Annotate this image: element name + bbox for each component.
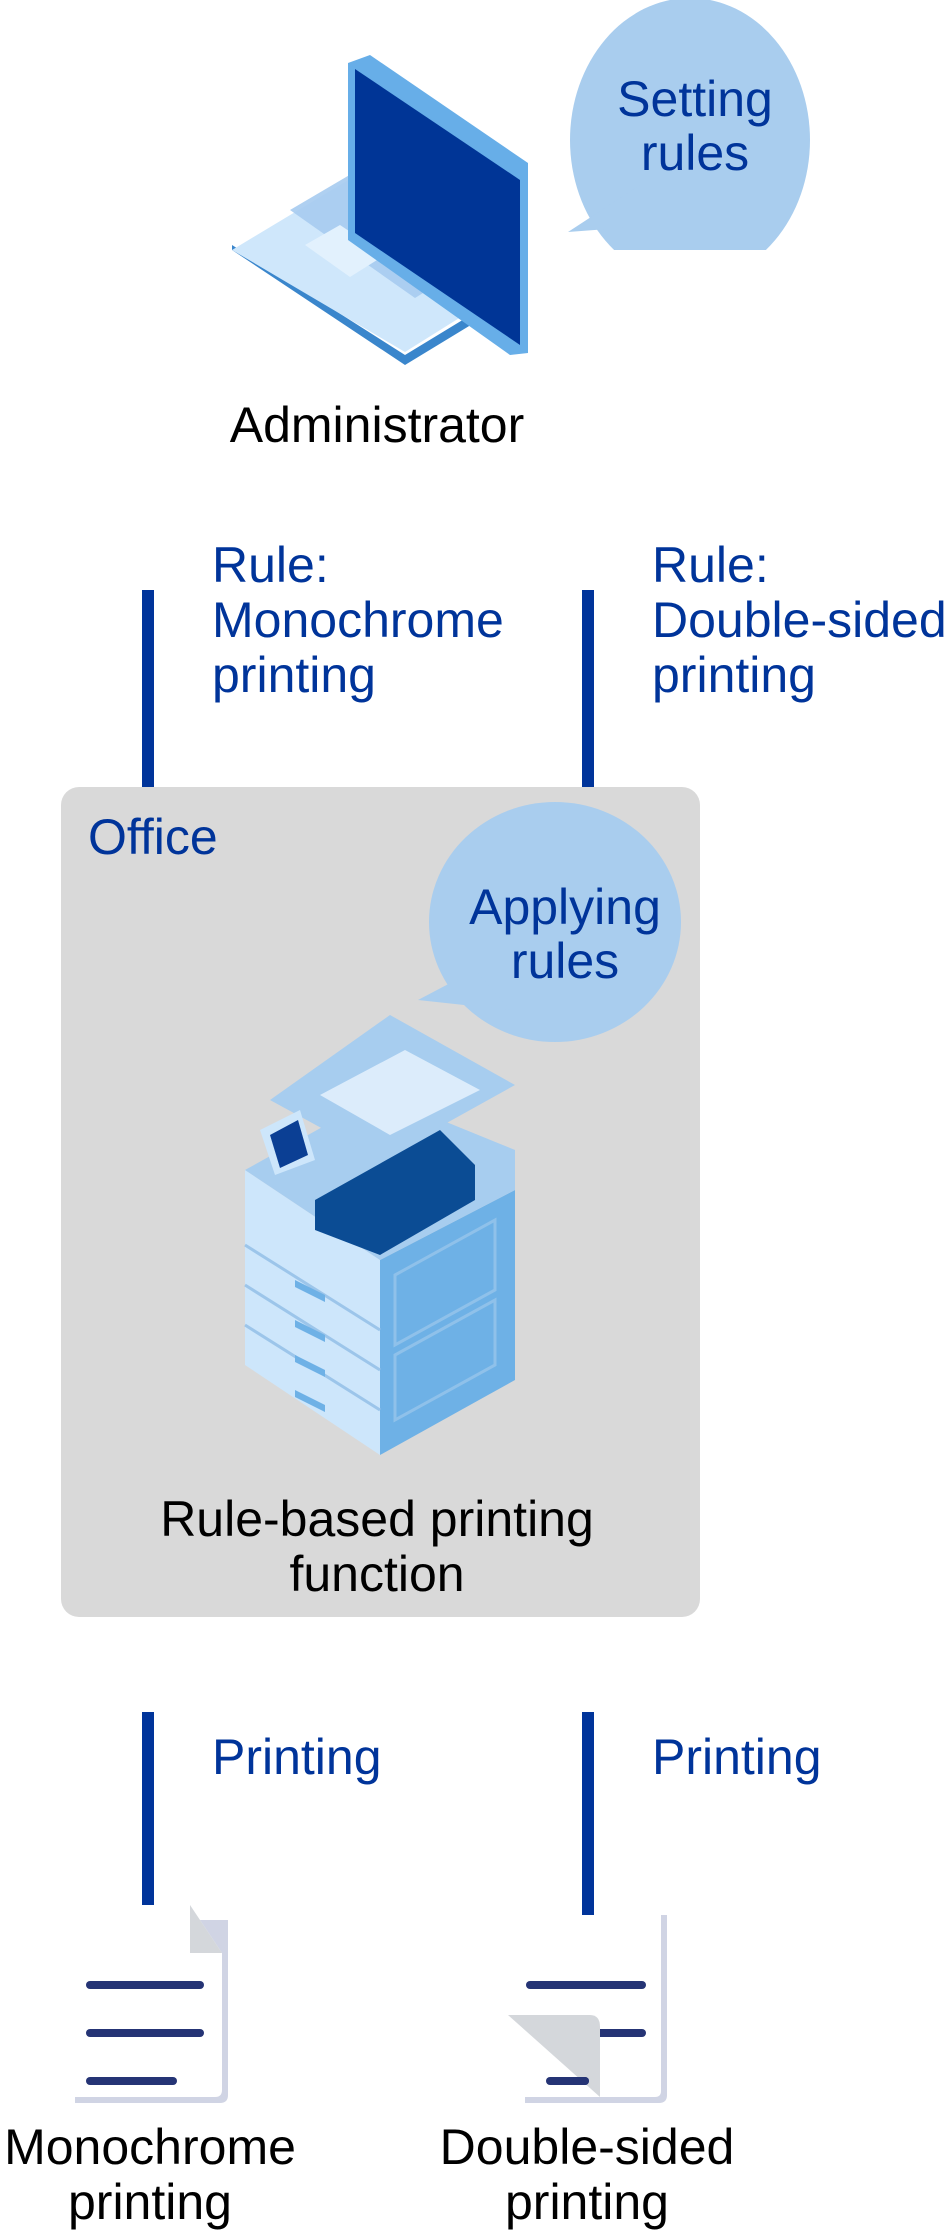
printing-label-left: Printing: [212, 1729, 382, 1785]
office-label: Office: [88, 809, 218, 865]
rule-line: printing: [212, 647, 376, 703]
label-line: Monochrome: [4, 2119, 296, 2175]
function-line: function: [289, 1546, 465, 1602]
rule-double-sided-label: Rule: Double-sided printing: [652, 538, 947, 703]
monochrome-printing-label: Monochrome printing: [4, 2120, 296, 2230]
bubble-line: rules: [640, 125, 750, 181]
speech-bubble-setting: [568, 0, 810, 250]
double-sided-printing-label: Double-sided printing: [440, 2120, 735, 2230]
rule-line: printing: [652, 647, 816, 703]
printing-label-right: Printing: [652, 1729, 822, 1785]
label-line: printing: [67, 2174, 232, 2230]
printer-icon: [244, 1015, 515, 1455]
rule-monochrome-label: Rule: Monochrome printing: [212, 538, 504, 703]
rule-line: Double-sided: [652, 592, 947, 648]
administrator-label: Administrator: [229, 397, 525, 453]
speech-bubble-applying: [418, 802, 681, 1042]
label-line: Double-sided: [439, 2119, 735, 2175]
bubble-setting-text: Setting rules: [580, 72, 810, 180]
bubble-line: rules: [510, 933, 620, 989]
function-label: Rule-based printing function: [160, 1492, 594, 1602]
rule-line: Monochrome: [212, 592, 504, 648]
rule-line: Rule:: [652, 537, 769, 593]
double-sided-document-icon: [508, 1915, 667, 2103]
label-line: printing: [504, 2174, 669, 2230]
laptop-icon: [232, 55, 528, 365]
bubble-line: Applying: [469, 879, 661, 935]
bubble-line: Setting: [617, 71, 773, 127]
function-line: Rule-based printing: [160, 1491, 594, 1547]
bubble-applying-text: Applying rules: [440, 880, 690, 988]
monochrome-document-icon: [70, 1905, 228, 2103]
rule-line: Rule:: [212, 537, 329, 593]
